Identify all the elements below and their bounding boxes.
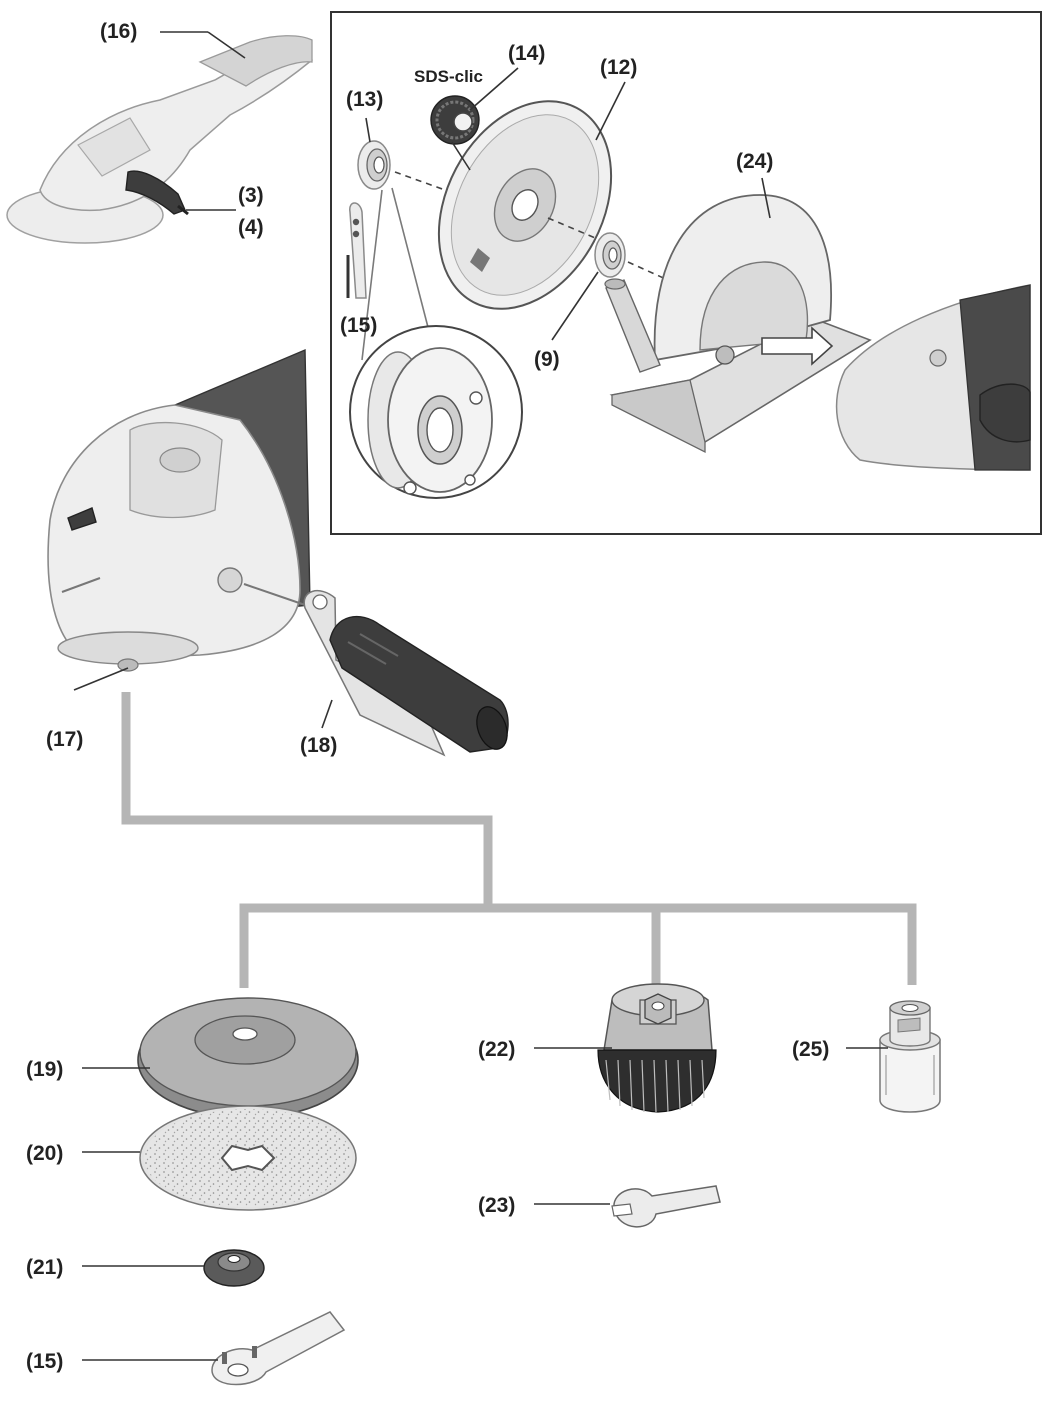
label-22: (22) (478, 1038, 515, 1061)
label-17: (17) (46, 728, 83, 751)
two-pin-spanner (211, 1311, 346, 1386)
grinder-head-inset (835, 284, 1031, 471)
cup-brush (597, 983, 717, 1113)
label-13: (13) (346, 88, 383, 111)
label-23: (23) (478, 1194, 515, 1217)
auxiliary-handle-with-hand-guard (243, 583, 509, 757)
label-16: (16) (100, 20, 137, 43)
label-15-inset: (15) (340, 314, 377, 337)
quick-clamping-nut (430, 95, 480, 145)
mounting-flange (594, 232, 626, 278)
blade-assembly-inset-frame (330, 11, 1042, 535)
clamping-flange (357, 140, 391, 190)
sds-clic-brand: SDS-clic (414, 67, 483, 86)
diamond-cutting-disc (437, 100, 613, 310)
round-nut (203, 1249, 265, 1287)
open-end-spanner (611, 1185, 721, 1228)
label-20: (20) (26, 1142, 63, 1165)
flange-detail-magnifier (349, 187, 523, 499)
large-angle-grinder (47, 348, 311, 672)
label-3: (3) (238, 184, 264, 207)
sanding-sheet (139, 1105, 357, 1211)
label-21: (21) (26, 1256, 63, 1279)
small-angle-grinder (6, 35, 313, 244)
label-15: (15) (26, 1350, 63, 1373)
label-18: (18) (300, 734, 337, 757)
label-4: (4) (238, 216, 264, 239)
label-14: (14) (508, 42, 545, 65)
cutting-guard-with-guide-sledge (604, 194, 872, 454)
rubber-backing-pad (137, 997, 359, 1119)
label-25: (25) (792, 1038, 829, 1061)
label-9: (9) (534, 348, 560, 371)
label-12: (12) (600, 56, 637, 79)
diamond-drill-bit (879, 1000, 941, 1113)
two-pin-spanner-inset (346, 202, 367, 299)
accessory-connector-tree (121, 692, 917, 988)
label-19: (19) (26, 1058, 63, 1081)
label-24: (24) (736, 150, 773, 173)
